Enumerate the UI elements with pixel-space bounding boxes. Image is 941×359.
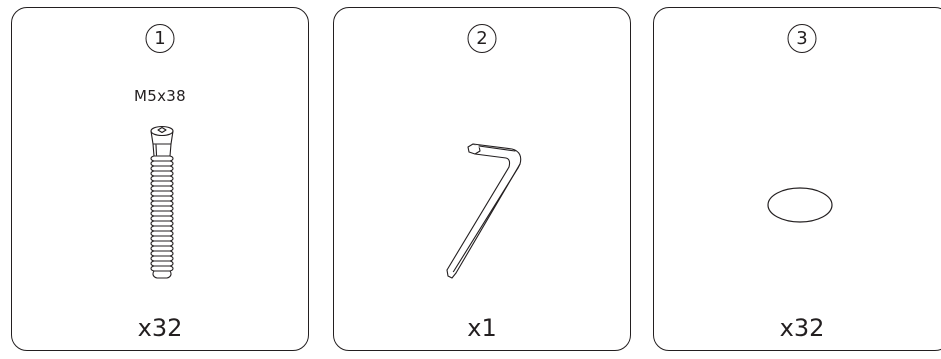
cap-cover-icon [654,8,941,352]
allen-key-icon [334,8,632,352]
part-quantity: x32 [654,314,941,342]
part-card-1: 1 M5x38 [11,7,309,351]
part-quantity: x1 [334,314,630,342]
part-quantity: x32 [12,314,308,342]
part-card-2: 2 x1 [333,7,631,351]
screw-icon [12,8,310,352]
part-card-3: 3 x32 [653,7,941,351]
